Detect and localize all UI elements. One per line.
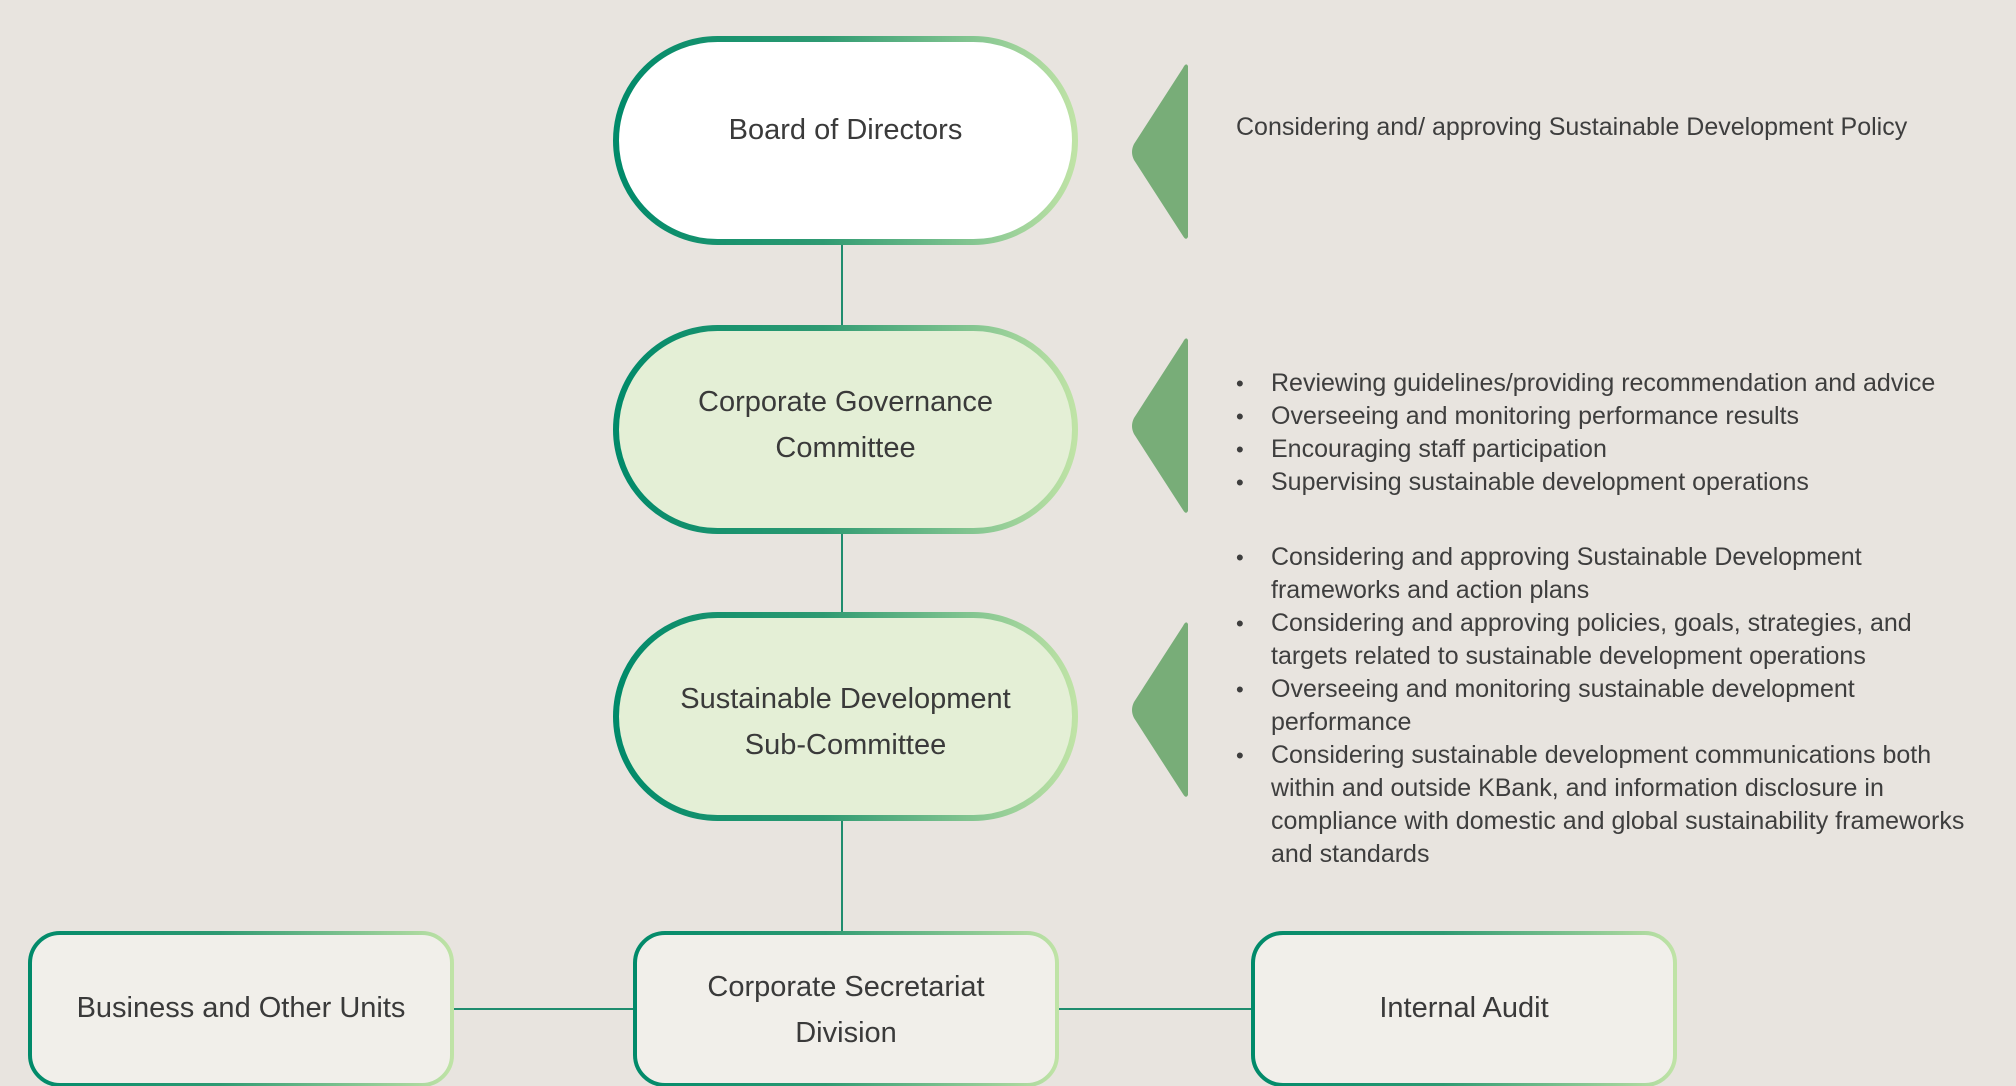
- sustainability-duty-list: Considering and approving Sustainable De…: [1236, 541, 1991, 871]
- audit-label-text: Internal Audit: [1379, 992, 1549, 1024]
- pointer-board-icon: [1132, 64, 1188, 239]
- secretariat-label-line2: Division: [795, 1017, 897, 1049]
- sustainability-duty-item: Considering and approving Sustainable De…: [1236, 541, 1991, 607]
- pointer-sustainability-icon: [1132, 622, 1188, 797]
- board-label: Board of Directors: [616, 80, 1075, 180]
- sustainability-duty-item: Considering and approving policies, goal…: [1236, 607, 1991, 673]
- business-node[interactable]: [28, 931, 454, 1086]
- governance-duty-item: Overseeing and monitoring performance re…: [1236, 400, 2016, 433]
- board-label-text: Board of Directors: [728, 114, 963, 146]
- governance-label-line2: Committee: [775, 432, 916, 464]
- governance-duty-item: Encouraging staff participation: [1236, 433, 2016, 466]
- pointer-governance-icon: [1132, 338, 1188, 513]
- governance-duty-item: Reviewing guidelines/providing recommend…: [1236, 367, 2016, 400]
- secretariat-node[interactable]: [633, 931, 1059, 1086]
- audit-node[interactable]: [1251, 931, 1677, 1086]
- governance-label-line1: Corporate Governance: [698, 386, 993, 418]
- sustainability-duty-item: Overseeing and monitoring sustainable de…: [1236, 673, 1991, 739]
- business-label: Business and Other Units: [30, 960, 452, 1056]
- board-node[interactable]: [613, 36, 1078, 245]
- governance-node[interactable]: [613, 325, 1078, 534]
- board-description: Considering and/ approving Sustainable D…: [1236, 111, 2016, 144]
- sustainability-label-line1: Sustainable Development: [680, 683, 1011, 715]
- audit-label: Internal Audit: [1253, 960, 1675, 1056]
- secretariat-label-line1: Corporate Secretariat: [707, 971, 985, 1003]
- governance-label: Corporate Governance Committee: [616, 375, 1075, 475]
- sustainability-label: Sustainable Development Sub-Committee: [616, 672, 1075, 772]
- governance-description: Reviewing guidelines/providing recommend…: [1236, 367, 2016, 499]
- secretariat-label: Corporate Secretariat Division: [635, 962, 1057, 1058]
- sustainability-duty-item: Considering sustainable development comm…: [1236, 739, 1991, 871]
- sustainability-description: Considering and approving Sustainable De…: [1236, 541, 1991, 871]
- governance-duty-item: Supervising sustainable development oper…: [1236, 466, 2016, 499]
- business-label-text: Business and Other Units: [76, 992, 406, 1024]
- governance-duty-list: Reviewing guidelines/providing recommend…: [1236, 367, 2016, 499]
- sustainability-label-line2: Sub-Committee: [744, 729, 947, 761]
- sustainability-node[interactable]: [613, 612, 1078, 821]
- board-description-text: Considering and/ approving Sustainable D…: [1236, 113, 1908, 141]
